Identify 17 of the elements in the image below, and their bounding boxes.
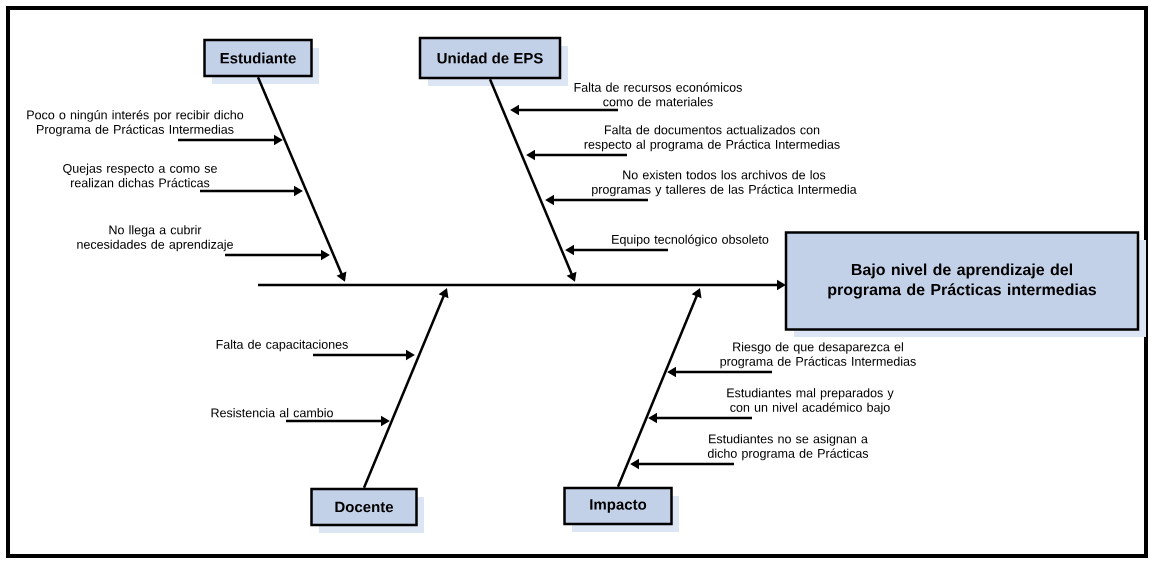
category-box: Estudiante — [203, 38, 319, 84]
cause-text: Estudiantes no se asignan a dicho programa de Prácticas — [707, 434, 869, 461]
category-box: Docente — [310, 487, 424, 533]
cause-text: Falta de recursos económicos como de materiales — [574, 82, 742, 107]
category-box: Unidad de EPS — [418, 36, 568, 86]
cause-text: Poco o ningún interés por recibir dicho Programa de Prácticas Intermedias — [27, 110, 244, 137]
cause-text: Estudiantes mal preparados y con un nivel académico bajo — [727, 388, 894, 415]
cause-text: Quejas respecto a como se realizan dichas Prácticas — [63, 163, 217, 188]
cause-text: No llega a cubrir necesidades de aprendizaje — [77, 225, 233, 252]
cause-text: Falta de capacitaciones — [216, 339, 348, 352]
cause-text: Riesgo de que desaparezca el programa de Prácticas Intermedias — [720, 342, 916, 369]
cause-text: Equipo tecnológico obsoleto — [612, 234, 769, 247]
cause-text: Resistencia al cambio — [211, 408, 333, 418]
effect-box: Bajo nivel de aprendizaje del programa de Prácticas intermedias — [784, 231, 1146, 337]
cause-text: No existen todos los archivos de los programas y talleres de las Práctica Intermedia — [592, 170, 857, 197]
cause-text: Falta de documentos actualizados con respecto al programa de Práctica Intermedias — [584, 125, 840, 152]
category-box: Impacto — [563, 486, 679, 532]
